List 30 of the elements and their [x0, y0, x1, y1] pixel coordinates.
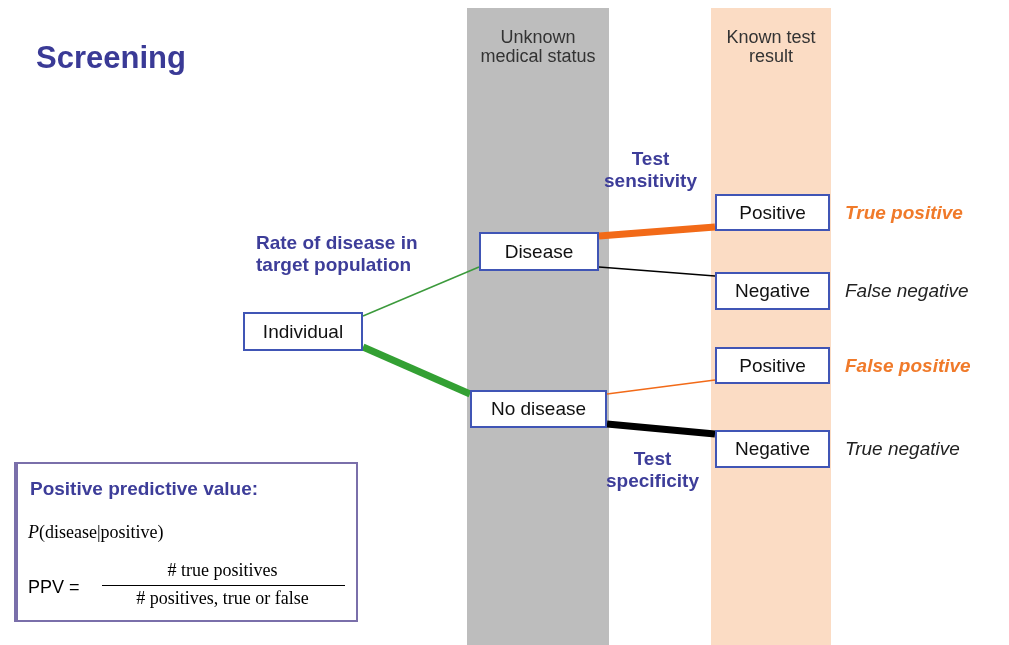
connector: [598, 266, 716, 277]
outcome-box: Negative: [715, 430, 830, 468]
outcome-box: Positive: [715, 347, 830, 384]
outcome-box: No disease: [470, 390, 607, 428]
outcome-box: Negative: [715, 272, 830, 310]
column-band: [711, 8, 831, 645]
outcome-box: Disease: [479, 232, 599, 271]
connector: [362, 266, 480, 317]
outcome-label: True positive: [845, 202, 963, 224]
outcome-box: Individual: [243, 312, 363, 351]
panel-heading: Positive predictive value:: [30, 478, 259, 500]
formula-label: PPV =: [28, 577, 80, 598]
thick-connector: [606, 420, 716, 438]
thick-connector: [361, 343, 472, 398]
edge-label: Test sensitivity: [603, 148, 698, 192]
outcome-box: Positive: [715, 194, 830, 231]
numerator: # true positives: [166, 560, 279, 581]
outcome-label: False negative: [845, 280, 969, 302]
edge-label: Rate of disease in target population: [256, 232, 419, 276]
outcome-label: False positive: [845, 355, 971, 377]
outcome-label: True negative: [845, 438, 960, 460]
denominator: # positives, true or false: [135, 588, 310, 609]
column-heading: Known test result: [725, 28, 817, 66]
title: Screening: [36, 40, 186, 76]
connector: [606, 379, 716, 395]
probability-formula: P(disease|positive): [28, 522, 164, 543]
formula-panel: [14, 462, 358, 622]
column-heading: Unknown medical status: [479, 28, 597, 66]
thick-connector: [598, 223, 716, 240]
edge-label: Test specificity: [605, 448, 700, 492]
